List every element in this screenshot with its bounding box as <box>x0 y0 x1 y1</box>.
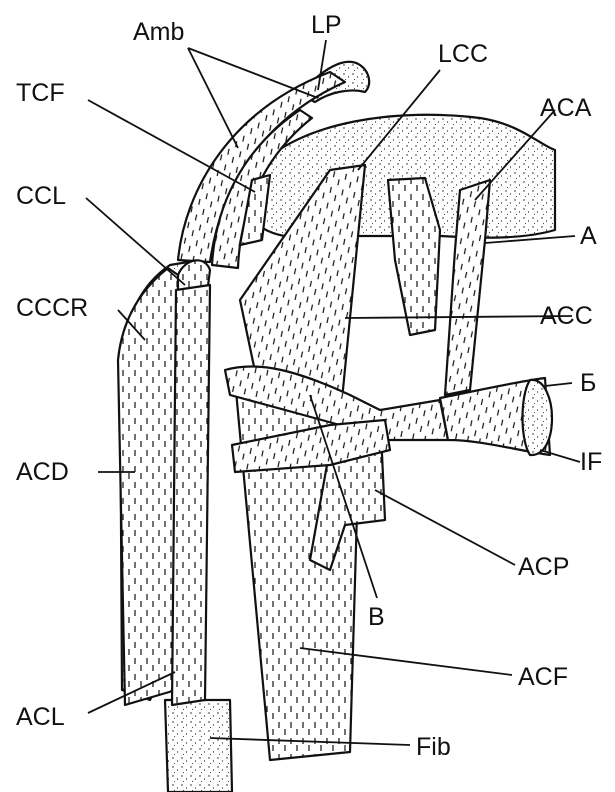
ligament-cccr <box>118 268 178 705</box>
label-acc: ACC <box>540 302 593 330</box>
label-acl: ACL <box>16 703 65 731</box>
leader-ccl <box>86 198 185 285</box>
leader-amb-1 <box>188 48 238 148</box>
label-b: B <box>368 603 385 631</box>
leader-if <box>540 450 580 462</box>
leader-acp <box>375 490 515 565</box>
label-acd: ACD <box>16 458 69 486</box>
label-aca: ACA <box>540 94 592 122</box>
label-b-cyr: Б <box>580 369 596 397</box>
label-fib: Fib <box>416 733 451 761</box>
label-if: IF <box>580 448 602 476</box>
ligament-if-end <box>523 380 553 455</box>
ligament-acc-b <box>388 178 440 335</box>
label-cccr: CCCR <box>16 294 88 322</box>
label-amb: Amb <box>133 18 184 46</box>
label-acp: ACP <box>518 553 569 581</box>
fibula-bone <box>165 700 232 792</box>
label-acf: ACF <box>518 663 568 691</box>
leader-amb-2 <box>188 48 318 98</box>
label-ccl: CCL <box>16 182 66 210</box>
label-lcc: LCC <box>438 40 488 68</box>
leader-acc <box>345 316 572 318</box>
label-lp: LP <box>311 11 342 39</box>
label-tcf: TCF <box>16 79 65 107</box>
leader-b-cyr <box>545 383 572 386</box>
label-a: A <box>580 222 597 250</box>
ligament-acl <box>172 285 210 705</box>
